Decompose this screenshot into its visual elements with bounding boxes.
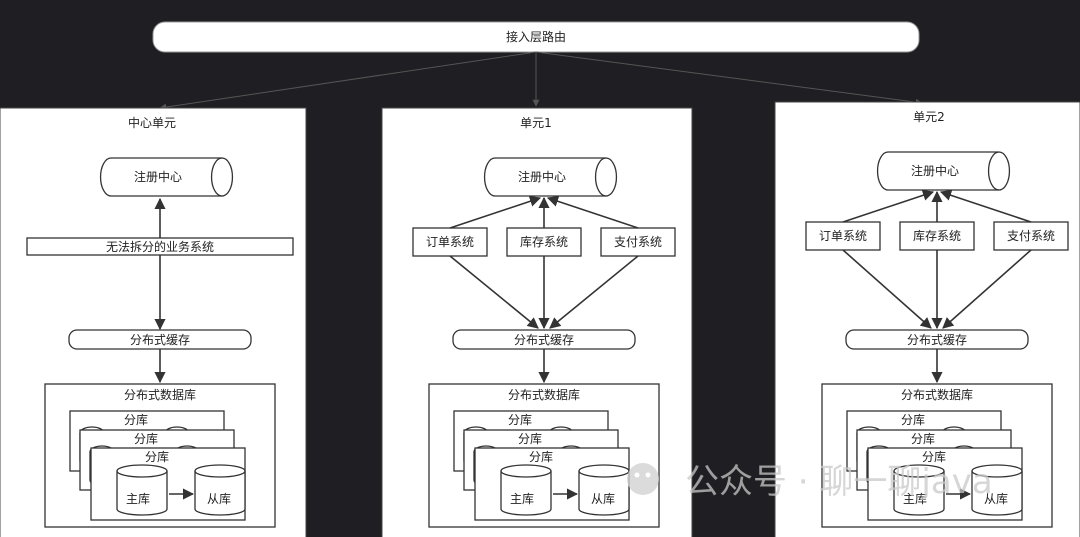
business-system-label: 无法拆分的业务系统: [106, 239, 214, 254]
slave-label: 从库: [207, 491, 231, 506]
master-label: 主库: [510, 491, 534, 506]
unit-panel-0: 中心单元注册中心无法拆分的业务系统分布式缓存分布式数据库分库分库分库主库从库: [0, 107, 307, 537]
router-node: 接入层路由: [152, 21, 920, 53]
slave-db-icon: [194, 464, 246, 516]
slave-db-icon: [578, 464, 630, 516]
cache-label: 分布式缓存: [514, 333, 574, 347]
shard-label: 分库: [922, 449, 946, 464]
master-db-icon: [500, 464, 552, 516]
service-label: 订单系统: [426, 235, 474, 249]
master-label: 主库: [126, 491, 150, 506]
shard-label: 分库: [508, 412, 532, 427]
cache-box: 分布式缓存: [68, 329, 252, 350]
cache-label: 分布式缓存: [130, 333, 190, 347]
router-connectors: [159, 51, 923, 111]
cache-label: 分布式缓存: [907, 333, 967, 347]
service-label: 库存系统: [520, 234, 568, 249]
shard-label: 分库: [529, 449, 553, 464]
service-label: 支付系统: [614, 235, 662, 249]
unit-title: 单元1: [520, 116, 552, 130]
service-label: 支付系统: [1007, 229, 1055, 243]
database-label: 分布式数据库: [508, 387, 580, 402]
database-box: 分布式数据库分库分库分库主库从库: [821, 383, 1053, 528]
wechat-icon: [627, 463, 659, 495]
watermark: 公众号 · 聊一聊java: [627, 462, 993, 502]
service-box-1: 库存系统: [899, 221, 975, 251]
service-label: 库存系统: [913, 228, 961, 243]
shard-label: 分库: [911, 431, 935, 446]
service-box-2: 支付系统: [600, 227, 676, 257]
unit-title: 单元2: [913, 110, 945, 124]
registry-label: 注册中心: [518, 169, 566, 184]
master-db-icon: [893, 464, 945, 516]
master-label: 主库: [903, 491, 927, 506]
shard-label: 分库: [901, 412, 925, 427]
slave-label: 从库: [591, 491, 615, 506]
registry-center: 注册中心: [483, 157, 618, 197]
slave-db-icon: [971, 464, 1023, 516]
service-box-1: 库存系统: [506, 227, 582, 257]
shard-label: 分库: [518, 431, 542, 446]
shard-label: 分库: [134, 431, 158, 446]
cache-box: 分布式缓存: [452, 329, 636, 350]
unit-panel-2: 单元2注册中心订单系统库存系统支付系统分布式缓存分布式数据库分库分库分库主库从库: [774, 101, 1080, 537]
unit-title: 中心单元: [128, 115, 176, 130]
service-box-0: 订单系统: [412, 227, 488, 257]
shard-label: 分库: [145, 449, 169, 464]
database-label: 分布式数据库: [124, 387, 196, 402]
shard-label: 分库: [124, 412, 148, 427]
database-label: 分布式数据库: [901, 387, 973, 402]
service-box-0: 订单系统: [805, 221, 881, 251]
registry-label: 注册中心: [134, 169, 182, 184]
cache-box: 分布式缓存: [845, 329, 1029, 350]
registry-center: 注册中心: [99, 157, 234, 197]
service-label: 订单系统: [819, 229, 867, 243]
database-box: 分布式数据库分库分库分库主库从库: [428, 383, 660, 528]
router-label: 接入层路由: [506, 29, 566, 44]
slave-label: 从库: [984, 491, 1008, 506]
master-db-icon: [116, 464, 168, 516]
registry-label: 注册中心: [911, 163, 959, 178]
service-box-2: 支付系统: [993, 221, 1069, 251]
business-system-box: 无法拆分的业务系统: [26, 237, 294, 256]
database-box: 分布式数据库分库分库分库主库从库: [44, 383, 276, 528]
registry-center: 注册中心: [876, 151, 1011, 191]
watermark-text: 公众号 · 聊一聊java: [685, 462, 993, 502]
